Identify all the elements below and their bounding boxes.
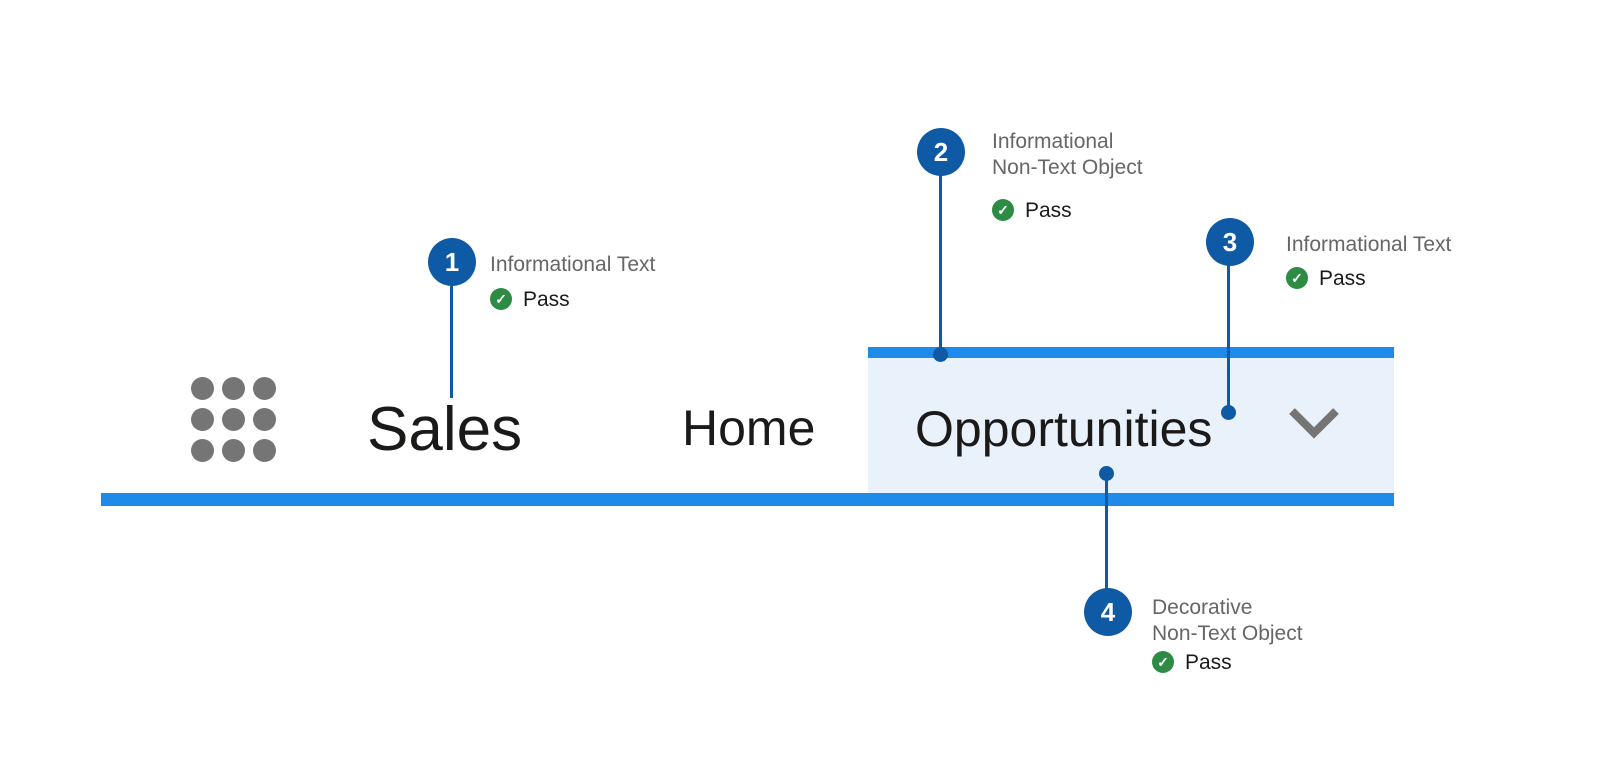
callout-3-marker: 3: [1206, 218, 1254, 266]
callout-2-label-line: Informational: [992, 130, 1114, 153]
waffle-dot: [253, 377, 276, 400]
callout-1-number: 1: [444, 246, 460, 277]
callout-2-connector-line: [939, 174, 942, 354]
waffle-dot: [222, 439, 245, 462]
callout-3-status: ✓ Pass: [1286, 267, 1366, 289]
callout-4-connector-line: [1105, 480, 1108, 590]
callout-3-endpoint-dot: [1221, 405, 1236, 420]
callout-3-label-line: Informational Text: [1286, 233, 1452, 256]
callout-2-number: 2: [933, 136, 949, 167]
callout-3-label: Informational Text: [1286, 232, 1451, 258]
waffle-dot: [253, 408, 276, 431]
waffle-dot: [253, 439, 276, 462]
callout-3-connector-line: [1227, 264, 1230, 406]
nav-item-home[interactable]: Home: [682, 400, 816, 456]
pass-check-icon: ✓: [490, 288, 512, 310]
callout-2-marker: 2: [917, 128, 965, 176]
callout-4-number: 4: [1100, 596, 1116, 627]
waffle-dot: [222, 408, 245, 431]
callout-4-label: Decorative Non-Text Object: [1152, 595, 1303, 647]
tab-selected-top-border: [868, 347, 1394, 358]
callout-4-label-line: Non-Text Object: [1152, 622, 1303, 645]
callout-1-status: ✓ Pass: [490, 288, 570, 310]
app-name-sales: Sales: [367, 395, 523, 464]
callout-4-status: ✓ Pass: [1152, 651, 1232, 673]
callout-1-label-line: Informational Text: [490, 253, 656, 276]
nav-underline-bar: [101, 493, 1394, 506]
nav-item-opportunities-tab[interactable]: Opportunities: [868, 347, 1394, 493]
pass-check-icon: ✓: [1152, 651, 1174, 673]
pass-label: Pass: [523, 287, 570, 311]
callout-2-endpoint-dot: [933, 347, 948, 362]
pass-label: Pass: [1185, 650, 1232, 674]
callout-4-label-line: Decorative: [1152, 596, 1253, 619]
chevron-down-icon[interactable]: [1287, 405, 1341, 439]
callout-1-connector-line: [450, 284, 453, 398]
waffle-dot: [191, 408, 214, 431]
waffle-dot: [222, 377, 245, 400]
pass-label: Pass: [1319, 266, 1366, 290]
callout-1-marker: 1: [428, 238, 476, 286]
app-launcher-icon[interactable]: [191, 377, 276, 462]
callout-3-number: 3: [1222, 226, 1238, 257]
callout-1-label: Informational Text: [490, 252, 655, 278]
callout-2-status: ✓ Pass: [992, 199, 1072, 221]
waffle-dot: [191, 439, 214, 462]
callout-2-label: Informational Non-Text Object: [992, 129, 1143, 181]
callout-4-marker: 4: [1084, 588, 1132, 636]
callout-4-endpoint-dot: [1099, 466, 1114, 481]
pass-check-icon: ✓: [1286, 267, 1308, 289]
nav-item-opportunities-label: Opportunities: [915, 401, 1213, 457]
pass-label: Pass: [1025, 198, 1072, 222]
waffle-dot: [191, 377, 214, 400]
callout-2-label-line: Non-Text Object: [992, 156, 1143, 179]
pass-check-icon: ✓: [992, 199, 1014, 221]
